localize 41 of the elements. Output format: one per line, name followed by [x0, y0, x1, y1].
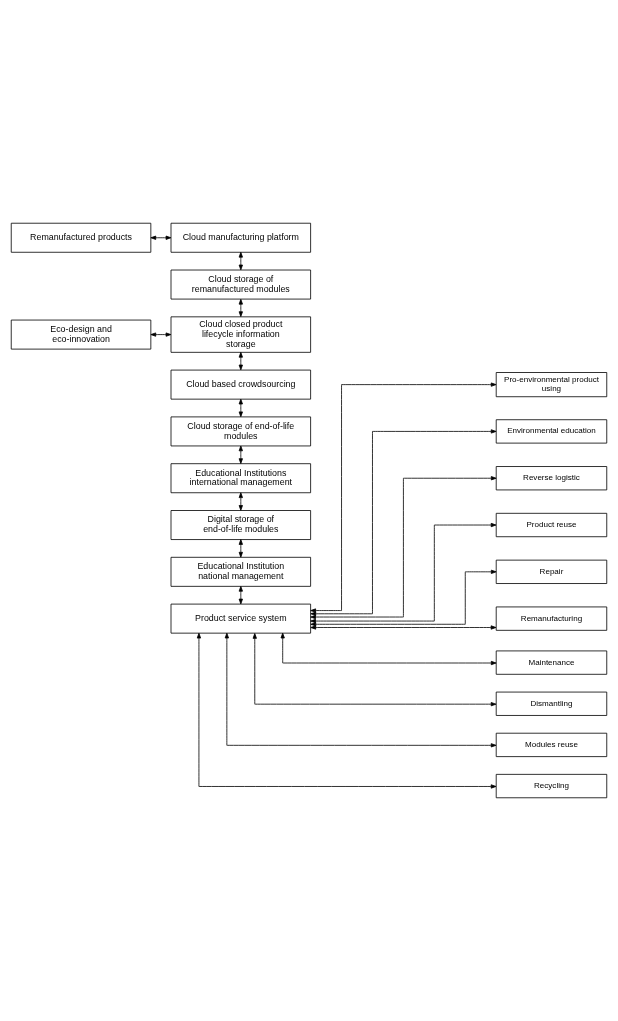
arrow — [238, 539, 243, 558]
arrow — [196, 632, 497, 789]
node-box: Cloud storage of end-of-life modules — [170, 416, 311, 447]
arrow — [238, 398, 243, 418]
node-box: Educational Institution national management — [170, 556, 311, 587]
arrow — [238, 445, 243, 464]
arrow — [310, 476, 497, 620]
node-box: Repair — [495, 559, 608, 584]
arrow — [150, 235, 172, 240]
node-box: Cloud based crowdsourcing — [170, 369, 311, 400]
node-box: Remanufacturing — [495, 606, 608, 631]
node-box: Maintenance — [495, 650, 608, 675]
node-box: Educational Institutions international management — [170, 463, 311, 494]
arrow — [310, 429, 497, 616]
node-box: Remanufactured products — [10, 222, 152, 253]
arrow — [238, 351, 243, 371]
node-box: Eco-design and eco-innovation — [10, 319, 152, 350]
arrow — [238, 585, 243, 605]
arrow — [224, 632, 497, 748]
arrow — [238, 298, 243, 317]
arrow — [238, 492, 243, 511]
arrow — [280, 632, 497, 666]
arrow — [310, 382, 497, 613]
arrow — [310, 569, 497, 627]
arrow — [238, 251, 243, 271]
node-box: Dismantling — [495, 691, 608, 716]
node-box: Recycling — [495, 773, 608, 799]
node-box: Pro-environmental product using — [495, 372, 608, 398]
arrow — [252, 633, 497, 707]
node-box: Product reuse — [495, 512, 608, 538]
node-box: Cloud storage of remanufactured modules — [170, 269, 311, 300]
arrow — [310, 625, 497, 630]
node-box: Product service system — [170, 603, 311, 634]
node-box: Modules reuse — [495, 732, 608, 758]
node-box: Cloud manufacturing platform — [170, 222, 311, 253]
node-box: Environmental education — [495, 419, 608, 444]
node-box: Cloud closed product lifecycle information storage — [170, 316, 311, 353]
arrow — [150, 332, 172, 337]
arrow — [310, 522, 497, 624]
node-box: Reverse logistic — [495, 466, 608, 491]
node-box: Digital storage of end-of-life modules — [170, 510, 311, 540]
